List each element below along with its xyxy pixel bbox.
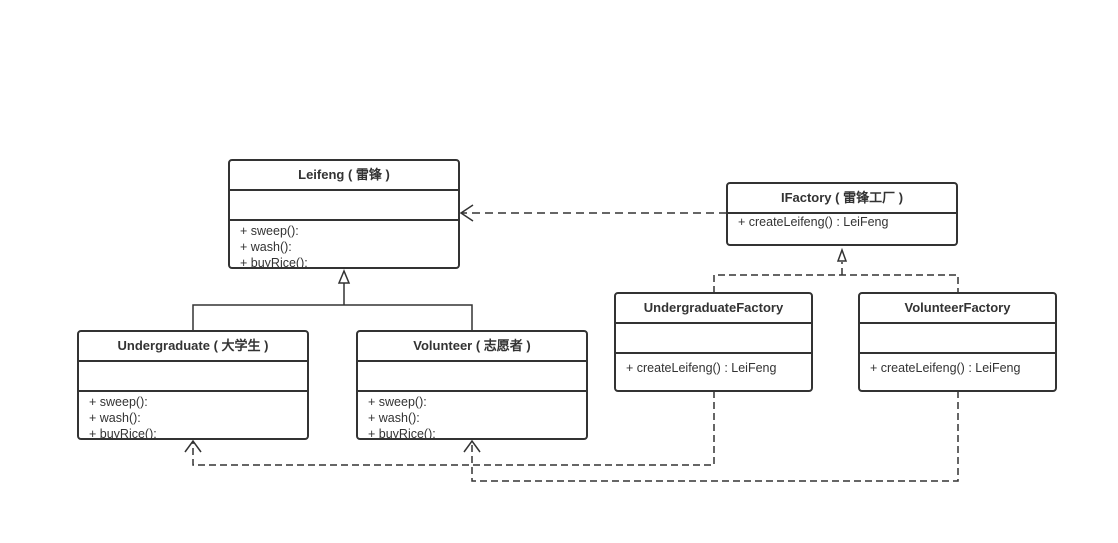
realization-connector [713, 262, 959, 293]
class-volunteer-operations: + sweep(): + wash(): + buyRice(): [358, 392, 586, 440]
class-undergraduate-attributes [79, 362, 307, 392]
class-ifactory-operations: + createLeifeng() : LeiFeng [728, 214, 956, 230]
open-arrowhead-icon [463, 439, 481, 453]
class-undergraduate-factory-operations: + createLeifeng() : LeiFeng [616, 354, 811, 376]
class-volunteer-name: Volunteer ( 志愿者 ) [358, 332, 586, 362]
inheritance-connector [192, 283, 473, 331]
class-undergraduate[interactable]: Undergraduate ( 大学生 ) + sweep(): + wash(… [77, 330, 309, 440]
class-volunteer-factory[interactable]: VolunteerFactory + createLeifeng() : Lei… [858, 292, 1057, 392]
class-volunteer[interactable]: Volunteer ( 志愿者 ) + sweep(): + wash(): +… [356, 330, 588, 440]
class-volunteer-factory-operations: + createLeifeng() : LeiFeng [860, 354, 1055, 376]
class-undergraduate-operations: + sweep(): + wash(): + buyRice(): [79, 392, 307, 440]
operation: + createLeifeng() : LeiFeng [738, 215, 889, 229]
operation: + createLeifeng() : LeiFeng [626, 361, 777, 375]
operation: + buyRice(): [368, 427, 436, 440]
operation: + wash(): [368, 411, 420, 425]
class-volunteer-attributes [358, 362, 586, 392]
class-undergraduate-factory[interactable]: UndergraduateFactory + createLeifeng() :… [614, 292, 813, 392]
class-volunteer-factory-attributes [860, 324, 1055, 354]
realization-arrowhead-icon [836, 247, 848, 262]
class-leifeng-operations: + sweep(): + wash(): + buyRice(): [230, 221, 458, 269]
class-ifactory-name: IFactory ( 雷锋工厂 ) [728, 184, 956, 214]
operation: + sweep(): [89, 395, 148, 409]
class-leifeng[interactable]: Leifeng ( 雷锋 ) + sweep(): + wash(): + bu… [228, 159, 460, 269]
dependency-ugfactory-undergraduate [192, 391, 715, 466]
class-leifeng-name: Leifeng ( 雷锋 ) [230, 161, 458, 191]
dependency-vfactory-volunteer [471, 391, 959, 482]
open-arrowhead-icon [184, 439, 202, 453]
operation: + sweep(): [240, 224, 299, 238]
operation: + buyRice(): [89, 427, 157, 440]
class-ifactory[interactable]: IFactory ( 雷锋工厂 ) + createLeifeng() : Le… [726, 182, 958, 246]
operation: + createLeifeng() : LeiFeng [870, 361, 1021, 375]
class-undergraduate-factory-attributes [616, 324, 811, 354]
class-undergraduate-factory-name: UndergraduateFactory [616, 294, 811, 324]
operation: + sweep(): [368, 395, 427, 409]
open-arrowhead-icon [459, 204, 474, 222]
class-undergraduate-name: Undergraduate ( 大学生 ) [79, 332, 307, 362]
operation: + wash(): [89, 411, 141, 425]
class-volunteer-factory-name: VolunteerFactory [860, 294, 1055, 324]
operation: + wash(): [240, 240, 292, 254]
operation: + buyRice(): [240, 256, 308, 269]
inheritance-arrowhead-icon [337, 269, 351, 284]
class-leifeng-attributes [230, 191, 458, 221]
